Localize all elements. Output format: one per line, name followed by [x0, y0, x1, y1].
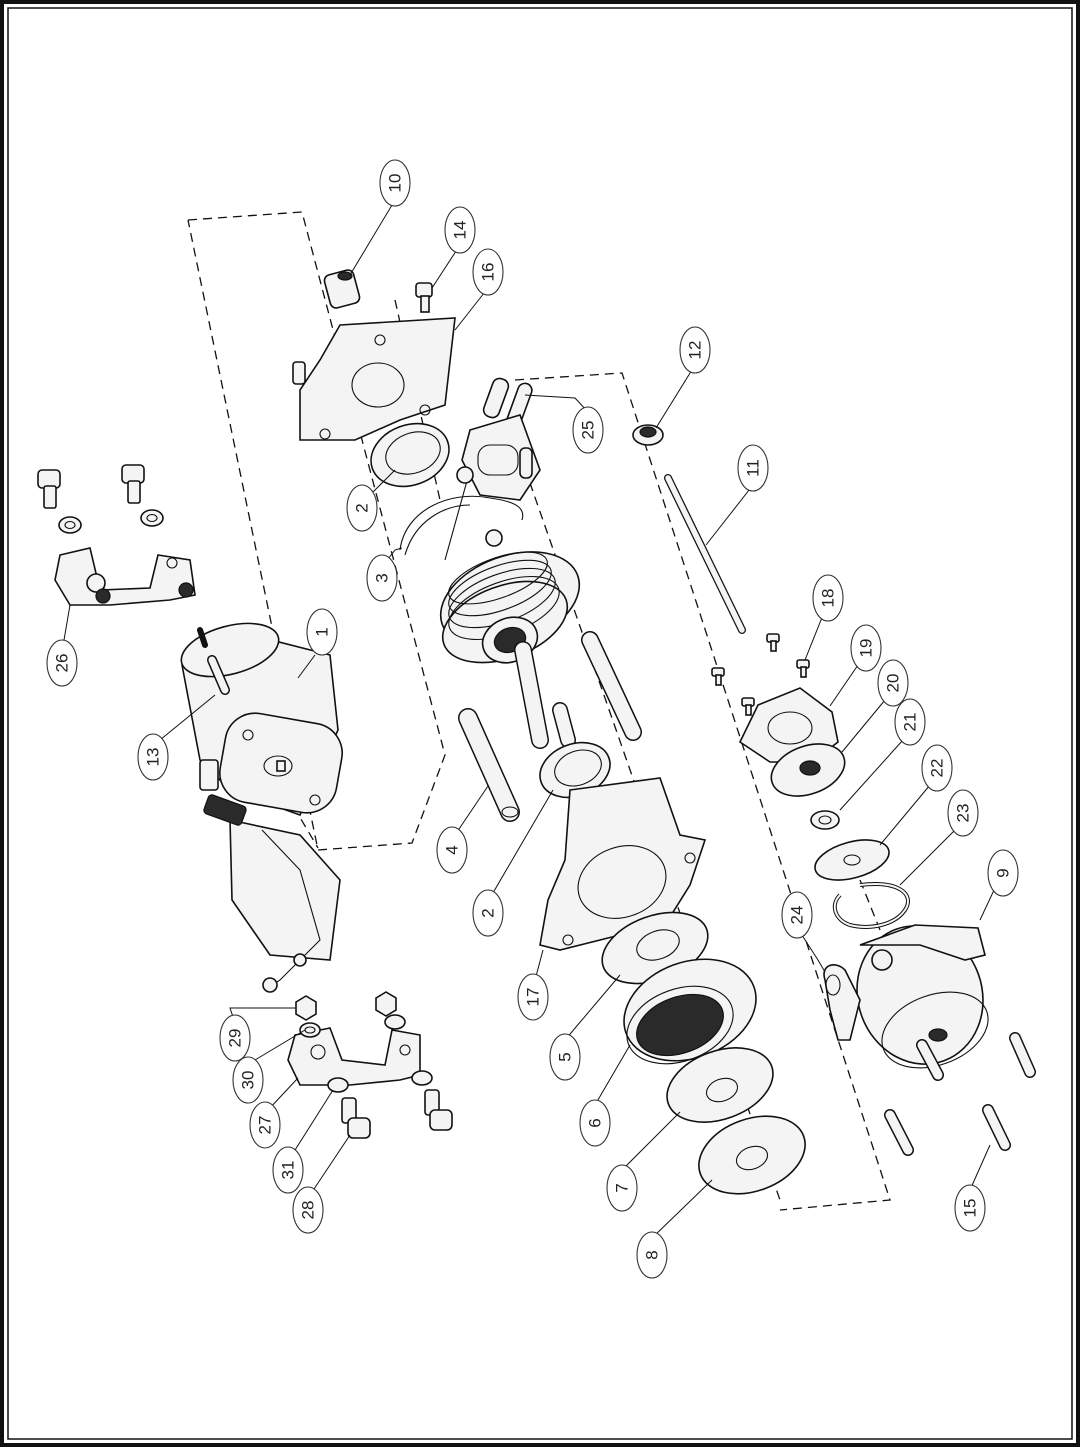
part-30-washers	[299, 1014, 406, 1038]
callout-8: 8	[636, 1231, 668, 1279]
svg-text:24: 24	[788, 906, 807, 925]
callout-17: 17	[517, 973, 549, 1021]
part-22-disc	[814, 839, 890, 881]
callout-11: 11	[737, 444, 769, 492]
svg-text:8: 8	[643, 1250, 662, 1259]
callout-25: 25	[572, 406, 604, 454]
part-24-clevis	[823, 964, 861, 1041]
part-9-housing	[856, 924, 989, 1069]
part-1-motor	[180, 622, 343, 993]
part-11-shaft	[664, 474, 746, 634]
callout-30: 30	[232, 1056, 264, 1104]
callout-1: 1	[306, 608, 338, 656]
svg-text:25: 25	[579, 421, 598, 440]
tie-rods	[514, 631, 642, 749]
svg-text:6: 6	[586, 1118, 605, 1127]
svg-text:31: 31	[279, 1161, 298, 1180]
svg-text:11: 11	[744, 459, 763, 477]
callout-5: 5	[549, 1033, 581, 1081]
callout-16: 16	[472, 248, 504, 296]
part-12-pinion	[632, 424, 664, 446]
svg-text:18: 18	[819, 589, 838, 608]
callout-26: 26	[46, 639, 78, 687]
callout-7: 7	[606, 1164, 638, 1212]
callout-18: 18	[812, 574, 844, 622]
callout-2-upper: 2	[346, 484, 378, 532]
part-26-bracket-upper	[37, 464, 196, 606]
callout-21: 21	[894, 698, 926, 746]
svg-text:4: 4	[443, 845, 462, 854]
part-13-pin	[197, 627, 230, 695]
svg-text:23: 23	[954, 804, 973, 823]
part-21-washer	[810, 810, 840, 830]
svg-text:28: 28	[299, 1201, 318, 1220]
callout-28: 28	[292, 1186, 324, 1234]
part-6-ring-gear	[623, 958, 757, 1065]
cable-drum	[439, 551, 581, 664]
callout-20: 20	[877, 659, 909, 707]
part-15-screws	[884, 1032, 1036, 1156]
svg-text:9: 9	[994, 868, 1013, 877]
svg-text:5: 5	[556, 1052, 575, 1061]
svg-text:14: 14	[451, 221, 470, 240]
svg-text:22: 22	[928, 759, 947, 778]
part-28-bolts	[341, 1089, 453, 1139]
callout-6: 6	[579, 1099, 611, 1147]
callout-23: 23	[947, 789, 979, 837]
svg-text:27: 27	[256, 1116, 275, 1135]
part-3-ring	[399, 495, 524, 556]
part-23-retaining-ring	[832, 882, 910, 929]
callout-3: 3	[366, 554, 398, 602]
svg-text:15: 15	[961, 1199, 980, 1218]
callout-19: 19	[850, 624, 882, 672]
svg-text:19: 19	[857, 639, 876, 658]
callout-13: 13	[137, 733, 169, 781]
callout-27: 27	[249, 1101, 281, 1149]
svg-text:17: 17	[524, 988, 543, 1007]
part-29-nuts	[295, 991, 397, 1021]
part-4-rod	[458, 708, 520, 822]
callout-4: 4	[436, 826, 468, 874]
svg-text:7: 7	[613, 1183, 632, 1192]
callout-29: 29	[219, 1014, 251, 1062]
part-7-gear	[666, 1047, 774, 1123]
callout-15: 15	[954, 1184, 986, 1232]
part-25-lever	[444, 377, 541, 561]
leader-lines	[63, 199, 996, 1239]
svg-text:26: 26	[53, 654, 72, 673]
callout-10: 10	[379, 159, 411, 207]
part-31-washers	[327, 1070, 433, 1093]
inner-border	[7, 7, 1073, 1440]
callout-9: 9	[987, 849, 1019, 897]
svg-text:10: 10	[386, 174, 405, 193]
callout-12: 12	[679, 326, 711, 374]
callout-22: 22	[921, 744, 953, 792]
part-14-screw	[415, 282, 433, 313]
part-16-bracket-plate	[292, 317, 456, 441]
svg-text:2: 2	[479, 908, 498, 917]
part-8-gear	[698, 1115, 806, 1195]
svg-text:30: 30	[239, 1071, 258, 1090]
part-18-screws	[711, 633, 810, 716]
callout-24: 24	[781, 891, 813, 939]
svg-text:21: 21	[901, 713, 920, 732]
svg-text:1: 1	[313, 627, 332, 636]
part-2-bushing-upper	[370, 422, 450, 488]
svg-text:12: 12	[686, 341, 705, 360]
svg-text:29: 29	[226, 1029, 245, 1048]
part-20-bearing	[770, 743, 846, 797]
part-10-spacer	[323, 269, 361, 309]
part-27-bracket-lower	[287, 1027, 421, 1086]
callout-2-lower: 2	[472, 889, 504, 937]
svg-text:2: 2	[353, 503, 372, 512]
svg-text:16: 16	[479, 263, 498, 282]
svg-text:13: 13	[144, 748, 163, 767]
svg-text:3: 3	[373, 573, 392, 582]
svg-text:20: 20	[884, 674, 903, 693]
callout-31: 31	[272, 1146, 304, 1194]
part-17-end-plate	[539, 777, 707, 951]
callout-14: 14	[444, 206, 476, 254]
